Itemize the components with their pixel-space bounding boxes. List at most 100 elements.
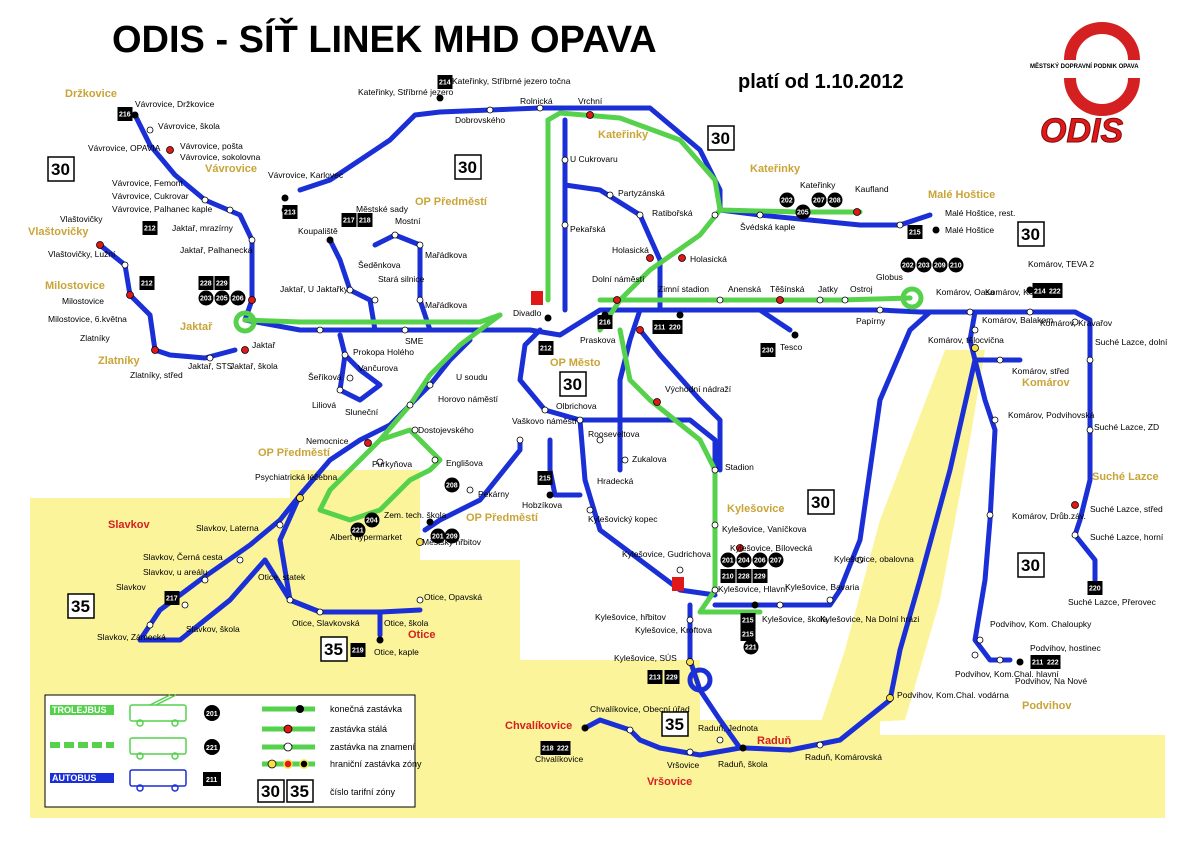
- stop-label: Purkyňova: [372, 459, 412, 469]
- svg-text:30: 30: [51, 160, 70, 179]
- stop-label: Vrchní: [578, 96, 603, 106]
- odis-logo: ODIS: [1040, 112, 1124, 151]
- legend: TROLEJBUS AUTOBUS 201 221 211 konečná za…: [44, 694, 422, 808]
- route-badge-shape: [932, 257, 948, 273]
- route-badge-shape: [350, 522, 366, 538]
- route-badge-label: 219: [352, 648, 364, 655]
- route-badge-label: 205: [216, 296, 228, 303]
- route-badge-208: 208: [444, 477, 460, 493]
- district-label: Malé Hoštice: [928, 189, 995, 201]
- district-label: Milostovice: [45, 280, 105, 292]
- district-label: Vršovice: [647, 776, 692, 788]
- stop-label: Milostovice, 6.května: [48, 314, 127, 324]
- line-213-north: [297, 105, 723, 213]
- stop-label: Vávrovice, pošta: [180, 141, 243, 151]
- stop-label: Kateřinky: [800, 180, 836, 190]
- district-label: Slavkov: [108, 519, 150, 531]
- route-badge-shape: [740, 627, 756, 641]
- route-badge-shape: [907, 225, 923, 239]
- stop-label: Pekárny: [478, 489, 510, 499]
- stop-label: Komárov, Podvihovská: [1008, 410, 1095, 420]
- stop-label: Slavkov, škola: [186, 624, 240, 634]
- svg-text:35: 35: [324, 640, 343, 659]
- stop-label: Suché Lazce, Přerovec: [1068, 597, 1157, 607]
- route-badge-shape: [230, 290, 246, 306]
- route-badge-230: 230: [760, 343, 776, 357]
- route-badge-214: 214: [1032, 284, 1048, 298]
- route-badge-shape: [198, 276, 214, 290]
- route-badge-210: 210: [948, 257, 964, 273]
- route-badge-label: 228: [738, 574, 750, 581]
- stop-label: Komárov, Drůb.záv.: [1012, 511, 1086, 521]
- stop-label: Těšínská: [770, 284, 805, 294]
- stop-label: Suché Lazce, dolní: [1095, 337, 1168, 347]
- route-badge-216: 216: [597, 315, 613, 329]
- route-badge-shape: [768, 552, 784, 568]
- line-211-222-podvihov: [972, 357, 1013, 663]
- map-title: ODIS - SÍŤ LINEK MHD OPAVA: [112, 17, 657, 61]
- stop-label: Globus: [876, 272, 903, 282]
- stop-label: Stará silnice: [378, 274, 425, 284]
- svg-text:35: 35: [665, 715, 684, 734]
- stop-label: Otice, statek: [258, 572, 306, 582]
- route-badge-shape: [1032, 284, 1048, 298]
- request-stops: [121, 104, 1094, 756]
- stop-label: Suché Lazce, ZD: [1094, 422, 1159, 432]
- route-badge-label: 220: [669, 325, 681, 332]
- operator-name: MĚSTSKÝ DOPRAVNÍ PODNIK OPAVA: [1030, 62, 1139, 70]
- stop-label: Jaktař, Palhanecká: [180, 245, 253, 255]
- line-222-radun: [742, 357, 978, 753]
- stop-label: Divadlo: [513, 308, 542, 318]
- route-badge-218: 218: [357, 213, 373, 227]
- route-badge-label: 228: [200, 281, 212, 288]
- route-badge-215: 215: [740, 627, 756, 641]
- route-badge-216: 216: [117, 107, 133, 121]
- route-badge-label: 212: [540, 346, 552, 353]
- stop-label: Holasická: [612, 245, 649, 255]
- legend-fixed-dot: [283, 724, 293, 734]
- route-badge-label: 214: [439, 80, 451, 87]
- route-badge-shape: [667, 320, 683, 334]
- route-badge-shape: [664, 670, 680, 684]
- stop-label: Tesco: [780, 342, 802, 352]
- line-212-vlastovicky: [97, 242, 238, 361]
- district-label: Jaktař: [180, 321, 213, 333]
- stop-label: Komárov, tělocvična: [928, 335, 1004, 345]
- route-badge-label: 213: [649, 675, 661, 682]
- stop-label: Rooseveltova: [588, 429, 640, 439]
- legend-trolley-dashed-example: 221: [206, 745, 218, 752]
- stop-label: Mařádkova: [425, 300, 467, 310]
- legend-trolley-badge: [204, 705, 220, 721]
- legend-request-dot: [283, 742, 293, 752]
- zone-box: 30: [807, 489, 835, 515]
- route-badge-shape: [1045, 655, 1061, 669]
- route-badge-label: 229: [216, 281, 228, 288]
- svg-text:30: 30: [563, 375, 582, 394]
- route-badge-label: 215: [909, 230, 921, 237]
- stop-label: Komárov, Oasa: [936, 287, 995, 297]
- district-label: Otice: [408, 629, 436, 641]
- route-badge-label: 222: [1049, 289, 1061, 296]
- stop-labels: Vávrovice, Držkovice Vávrovice, škola Vá…: [48, 76, 1168, 770]
- route-badge-label: 217: [343, 218, 355, 225]
- stop-label: Rolnická: [520, 96, 553, 106]
- route-badge-217: 217: [341, 213, 357, 227]
- route-badge-label: 221: [352, 528, 364, 535]
- stop-label: Slavkov, Černá cesta: [143, 552, 223, 562]
- district-label: Vávrovice: [205, 163, 257, 175]
- stop-label: Chvalíkovice, Obecní úřad: [590, 704, 690, 714]
- stop-label: Podvihov, Kom.Chal. hlavní: [955, 669, 1059, 679]
- route-badge-label: 202: [781, 198, 793, 205]
- route-badge-shape: [341, 213, 357, 227]
- district-label: Kateřinky: [750, 163, 801, 175]
- stop-label: Zlatníky: [80, 333, 111, 343]
- stop-label: Městské sady: [356, 204, 409, 214]
- stop-label: Holasická: [690, 254, 727, 264]
- stop-label: Liliová: [312, 400, 336, 410]
- legend-terminal: konečná zastávka: [330, 704, 402, 714]
- district-label: Kylešovice: [727, 503, 784, 515]
- line-219-hobzikova: [422, 437, 523, 533]
- legend-trolley-swatch: [50, 705, 114, 715]
- legend-bus-swatch: [50, 773, 114, 783]
- route-badge-229: 229: [752, 569, 768, 583]
